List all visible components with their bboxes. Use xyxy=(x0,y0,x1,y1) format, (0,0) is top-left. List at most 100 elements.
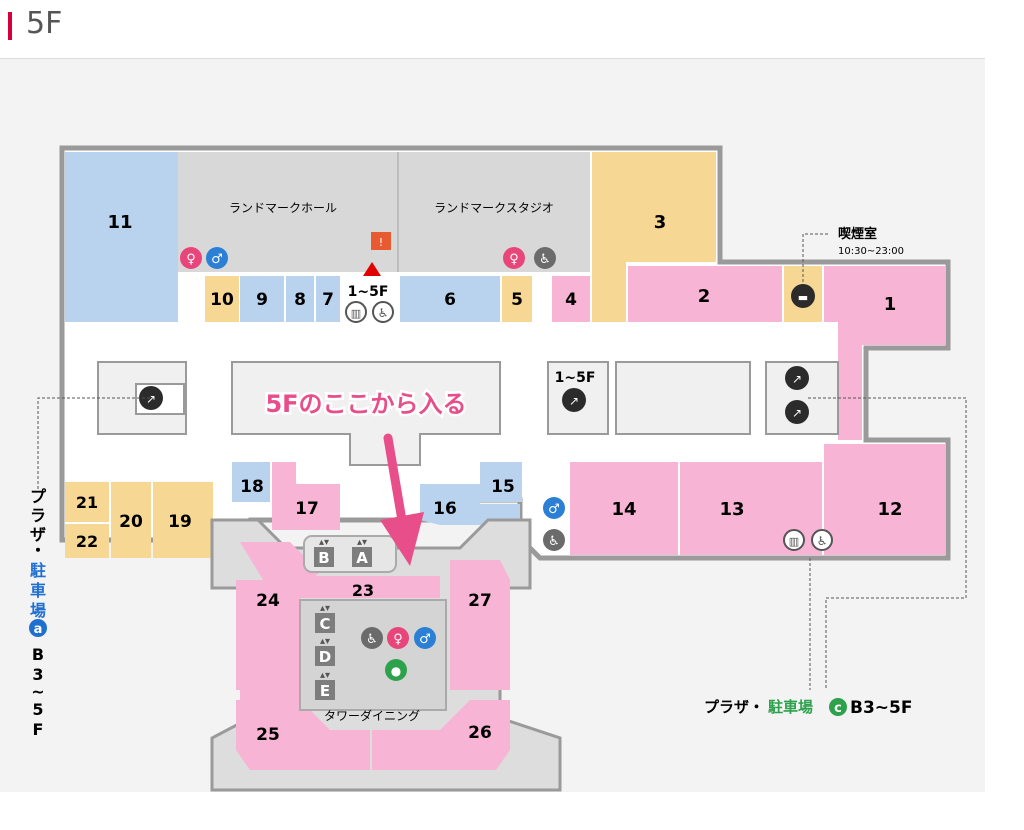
store-7[interactable] xyxy=(316,276,340,322)
store-9-label: 9 xyxy=(256,290,268,310)
left-parking-char-1: プ xyxy=(30,487,47,506)
elevator-c-label: C xyxy=(319,615,330,633)
store-17-label: 17 xyxy=(295,499,319,519)
entrance-marker-icon xyxy=(363,262,381,276)
elevator-icon: ▥ xyxy=(783,529,805,551)
svg-text:↗: ↗ xyxy=(792,406,802,420)
landmark-studio-label: ランドマークスタジオ xyxy=(434,201,554,215)
left-parking-char-4: ・ xyxy=(30,541,46,560)
smoking-room-label: 喫煙室 xyxy=(838,226,877,242)
store-18[interactable] xyxy=(232,462,270,502)
svg-text:♿: ♿ xyxy=(366,632,378,647)
store-17[interactable] xyxy=(272,462,340,530)
store-5[interactable] xyxy=(502,276,532,322)
left-parking-char-2: ラ xyxy=(30,506,46,525)
svg-text:▬: ▬ xyxy=(798,291,808,304)
svg-text:▴▾: ▴▾ xyxy=(357,537,367,548)
store-11[interactable] xyxy=(65,152,178,322)
store-23-label: 23 xyxy=(352,581,374,600)
store-23[interactable] xyxy=(300,576,440,598)
escalator-icon[interactable]: ↗ xyxy=(562,388,586,412)
store-27[interactable] xyxy=(450,560,510,690)
store-14-label: 14 xyxy=(611,499,636,520)
store-12[interactable] xyxy=(824,444,945,555)
elevator-a[interactable]: ▴▾ A xyxy=(352,537,372,567)
store-24[interactable] xyxy=(236,580,296,690)
svg-text:↗: ↗ xyxy=(792,372,802,386)
store-27-label: 27 xyxy=(468,591,492,611)
store-8-label: 8 xyxy=(294,290,306,310)
store-16-label: 16 xyxy=(433,499,457,519)
elevator-a-label: A xyxy=(356,549,368,567)
escalator-icon[interactable]: ↗ xyxy=(785,366,809,390)
store-24-label: 24 xyxy=(256,591,280,611)
store-19[interactable] xyxy=(153,482,213,558)
store-19-label: 19 xyxy=(168,512,192,532)
store-21[interactable] xyxy=(65,482,109,522)
store-2-label: 2 xyxy=(698,286,711,307)
left-parking-char-7: 場 xyxy=(30,601,46,620)
store-10[interactable] xyxy=(205,276,239,322)
right-parking-word: 駐車場 xyxy=(768,698,813,716)
svg-text:▴▾: ▴▾ xyxy=(319,537,329,548)
elevator-c[interactable]: ▴▾ C xyxy=(315,603,335,633)
store-2[interactable] xyxy=(628,266,782,322)
accessible-icon: ♿ xyxy=(361,627,383,649)
smoking-hours: 10:30~23:00 xyxy=(838,246,904,257)
right-parking-floors: B3~5F xyxy=(850,698,912,718)
elevator-d[interactable]: ▴▾ D xyxy=(315,636,335,666)
store-20[interactable] xyxy=(111,482,151,558)
store-4[interactable] xyxy=(552,276,590,322)
store-16[interactable] xyxy=(420,484,520,525)
svg-text:▴▾: ▴▾ xyxy=(320,670,330,681)
svg-text:↗: ↗ xyxy=(146,392,156,406)
women-restroom-icon: ♀ xyxy=(503,247,525,269)
accessible-icon: ♿ xyxy=(534,247,556,269)
left-parking-char-5: 駐 xyxy=(30,561,46,580)
store-26[interactable] xyxy=(372,700,510,770)
right-parking-prefix: プラザ・ xyxy=(704,698,764,716)
store-11-label: 11 xyxy=(107,212,132,233)
svg-text:♿: ♿ xyxy=(548,534,560,549)
store-14[interactable] xyxy=(570,462,678,555)
store-25[interactable] xyxy=(236,700,370,770)
store-8[interactable] xyxy=(286,276,314,322)
tower-annex xyxy=(210,518,562,792)
store-22[interactable] xyxy=(65,524,109,558)
store-3[interactable] xyxy=(592,152,716,322)
tower-dining-label: タワーダイニング xyxy=(324,708,420,723)
nursing-room-icon: ● xyxy=(385,659,407,681)
escalator-icon[interactable]: ↗ xyxy=(785,400,809,424)
store-5-label: 5 xyxy=(511,290,523,310)
right-parking-badge: c xyxy=(834,701,842,716)
store-6[interactable] xyxy=(400,276,500,322)
svg-text:♂: ♂ xyxy=(211,252,223,267)
left-floor-char-3: ~ xyxy=(31,682,44,701)
svg-text:♀: ♀ xyxy=(509,252,519,267)
store-20-label: 20 xyxy=(119,512,143,532)
store-1-label: 1 xyxy=(884,294,897,315)
elevator-b[interactable]: ▴▾ B xyxy=(314,537,334,567)
store-26-label: 26 xyxy=(468,723,492,743)
page-header: 5F xyxy=(0,0,985,59)
women-restroom-icon: ♀ xyxy=(387,627,409,649)
svg-text:♀: ♀ xyxy=(393,632,403,647)
store-1[interactable] xyxy=(824,266,945,440)
annotation-arrow xyxy=(380,433,424,566)
store-18-label: 18 xyxy=(240,477,264,497)
store-25-label: 25 xyxy=(256,725,280,745)
store-22-label: 22 xyxy=(76,532,98,551)
women-restroom-icon: ♀ xyxy=(180,247,202,269)
store-15[interactable] xyxy=(480,462,522,502)
store-15-label: 15 xyxy=(491,477,515,497)
emergency-icon: ! xyxy=(371,232,391,250)
store-9[interactable] xyxy=(240,276,284,322)
svg-text:♂: ♂ xyxy=(419,632,431,647)
elevator-e[interactable]: ▴▾ E xyxy=(315,670,335,700)
floor-title: 5F xyxy=(26,6,63,41)
smoking-icon: ▬ xyxy=(791,284,815,308)
floor-map: 11 10 9 8 7 6 5 4 3 2 1 12 13 14 15 16 1… xyxy=(0,59,985,792)
escalator-icon[interactable]: ↗ xyxy=(139,386,163,410)
floors-label-mid: 1~5F xyxy=(555,370,596,386)
floors-label-top: 1~5F xyxy=(348,284,389,300)
